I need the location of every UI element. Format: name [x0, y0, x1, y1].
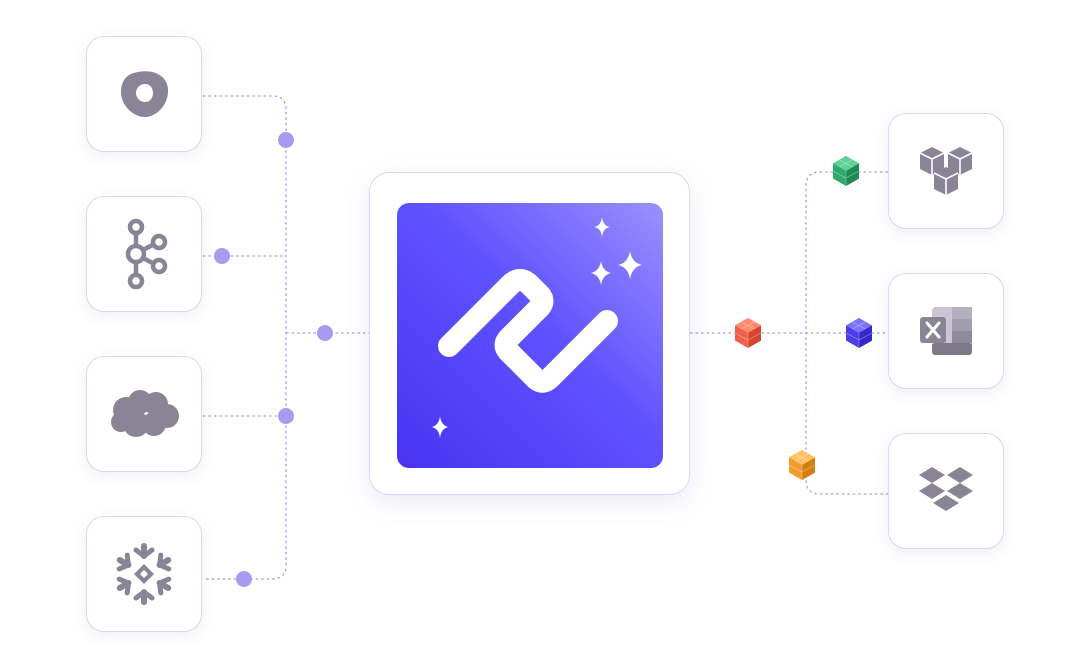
connector-cube-red [734, 318, 762, 348]
dropbox-logo-icon [919, 467, 973, 511]
hub-logo-tile [397, 203, 663, 468]
source-card-snowflake[interactable] [86, 516, 202, 632]
kafka-logo-icon [125, 218, 168, 290]
brand-wave-logo-icon [438, 269, 618, 393]
destination-card-aws[interactable] [888, 113, 1004, 229]
junction-dot [278, 132, 294, 148]
hub-card[interactable] [369, 172, 690, 495]
junction-dot [236, 571, 252, 587]
connector-cube-green [832, 156, 860, 186]
snowflake-logo-icon [109, 543, 179, 609]
junction-dot [278, 408, 294, 424]
junction-dot [214, 248, 230, 264]
destination-card-dropbox[interactable] [888, 433, 1004, 549]
destination-card-excel[interactable] [888, 273, 1004, 389]
outreach-logo-icon [120, 71, 169, 117]
source-card-outreach[interactable] [86, 36, 202, 152]
source-card-kafka[interactable] [86, 196, 202, 312]
connector-cube-orange [788, 450, 816, 480]
excel-logo-icon [920, 307, 972, 355]
cloud-logo-icon [111, 390, 179, 437]
source-card-salesforce[interactable] [86, 356, 202, 472]
junction-dot [317, 325, 333, 341]
cubes-logo-icon [919, 147, 973, 195]
connector-cube-blue [845, 318, 873, 348]
sparkle-icon [432, 217, 642, 438]
